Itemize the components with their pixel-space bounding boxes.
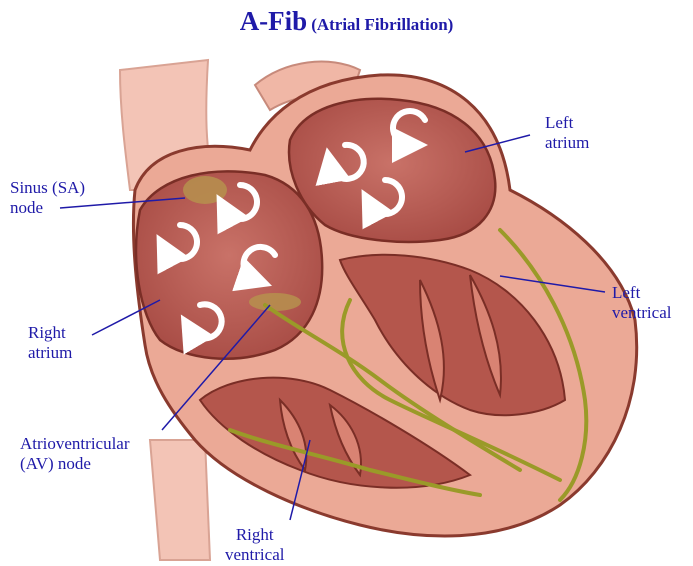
av-node-label-line2: (AV) node — [20, 454, 130, 474]
right-ventrical-label: Right ventrical — [225, 525, 284, 565]
right-atrium-label: Right atrium — [28, 323, 72, 363]
left-atrium-label: Left atrium — [545, 113, 589, 153]
left-ventrical-label: Left ventrical — [612, 283, 671, 323]
av-node-label: Atrioventricular (AV) node — [20, 434, 130, 474]
sinus-node-label-line1: Sinus (SA) — [10, 178, 85, 198]
av-node-label-line1: Atrioventricular — [20, 434, 130, 454]
right-atrium-label-line2: atrium — [28, 343, 72, 363]
av-node — [249, 293, 301, 311]
sinus-node-label: Sinus (SA) node — [10, 178, 85, 218]
sa-node — [183, 176, 227, 204]
left-atrium-label-line2: atrium — [545, 133, 589, 153]
left-ventrical-label-line2: ventrical — [612, 303, 671, 323]
right-ventrical-label-line1: Right — [225, 525, 284, 545]
left-ventrical-label-line1: Left — [612, 283, 671, 303]
sinus-node-label-line2: node — [10, 198, 85, 218]
right-ventrical-label-line2: ventrical — [225, 545, 284, 565]
left-atrium-label-line1: Left — [545, 113, 589, 133]
right-atrium-label-line1: Right — [28, 323, 72, 343]
